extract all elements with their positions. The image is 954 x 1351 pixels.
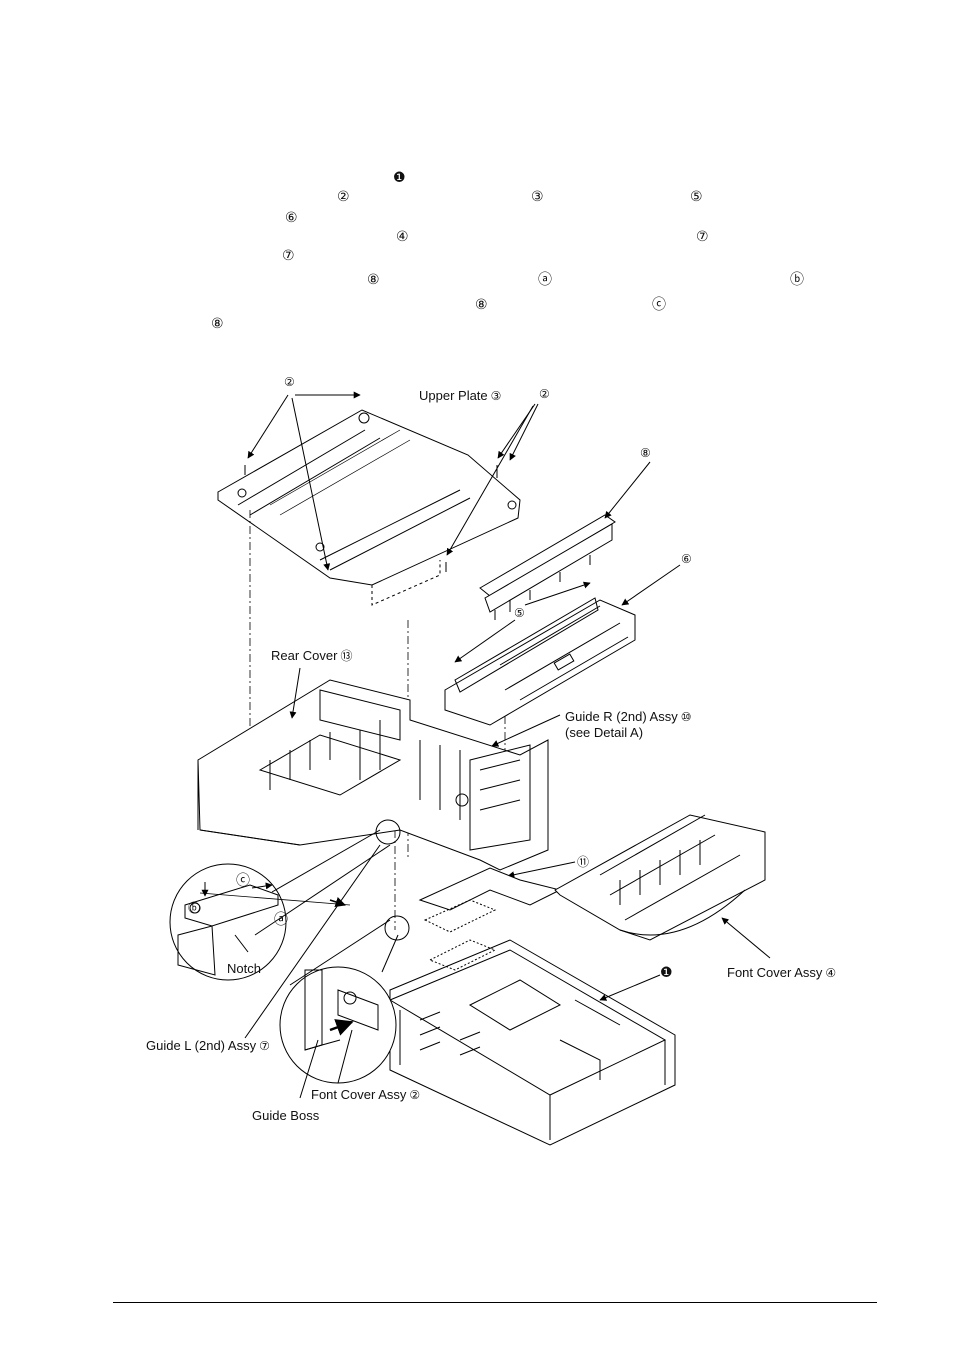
paper-tray-drawing <box>388 939 676 1146</box>
step-marker-b: ⓑ <box>790 272 804 288</box>
label-part5: ⑤ <box>514 606 525 620</box>
step-marker-screw: ② <box>337 189 350 205</box>
step-marker-part4: ④ <box>396 229 409 245</box>
part8-drawing <box>479 461 651 620</box>
step-marker-part7a: ⑦ <box>696 229 709 245</box>
step-marker-upper-plate: ③ <box>531 189 544 205</box>
label-guide-boss: Guide Boss <box>252 1108 320 1123</box>
step-marker-part8a: ⑧ <box>367 272 380 288</box>
label-detail-a: ⓐ <box>274 912 288 928</box>
label-detail-b: ⓑ <box>188 901 201 915</box>
part11-drawing <box>418 867 562 933</box>
screw-pointers <box>244 391 539 572</box>
label-part8: ⑧ <box>640 446 651 460</box>
frame-drawing <box>197 667 576 879</box>
label-guide-r-sub: (see Detail A) <box>565 725 644 740</box>
step-marker-tray: ❶ <box>393 170 406 186</box>
step-marker-part6: ⑥ <box>285 210 298 226</box>
front-cover-4-drawing <box>554 814 771 959</box>
detail-circle-notch <box>169 819 401 981</box>
step-marker-c: ⓒ <box>652 297 666 313</box>
label-tray: ❶ <box>660 965 673 981</box>
step-marker-part5: ⑤ <box>690 189 703 205</box>
part6-drawing <box>444 564 681 726</box>
label-notch: Notch <box>227 961 261 976</box>
label-part11: ⑪ <box>577 855 590 869</box>
step-marker-part8b: ⑧ <box>475 297 488 313</box>
label-part6: ⑥ <box>681 552 692 566</box>
step-marker-a: ⓐ <box>538 272 552 288</box>
detail-circle-guide-boss <box>279 915 410 1099</box>
step-marker-part7b: ⑦ <box>282 248 295 264</box>
label-detail-c: ⓒ <box>236 873 250 889</box>
step-marker-part8c: ⑧ <box>211 316 224 332</box>
label-screw-left: ② <box>284 375 295 389</box>
label-screw-right: ② <box>539 387 550 401</box>
upper-plate-drawing <box>217 409 521 606</box>
footer-rule <box>113 1302 877 1303</box>
